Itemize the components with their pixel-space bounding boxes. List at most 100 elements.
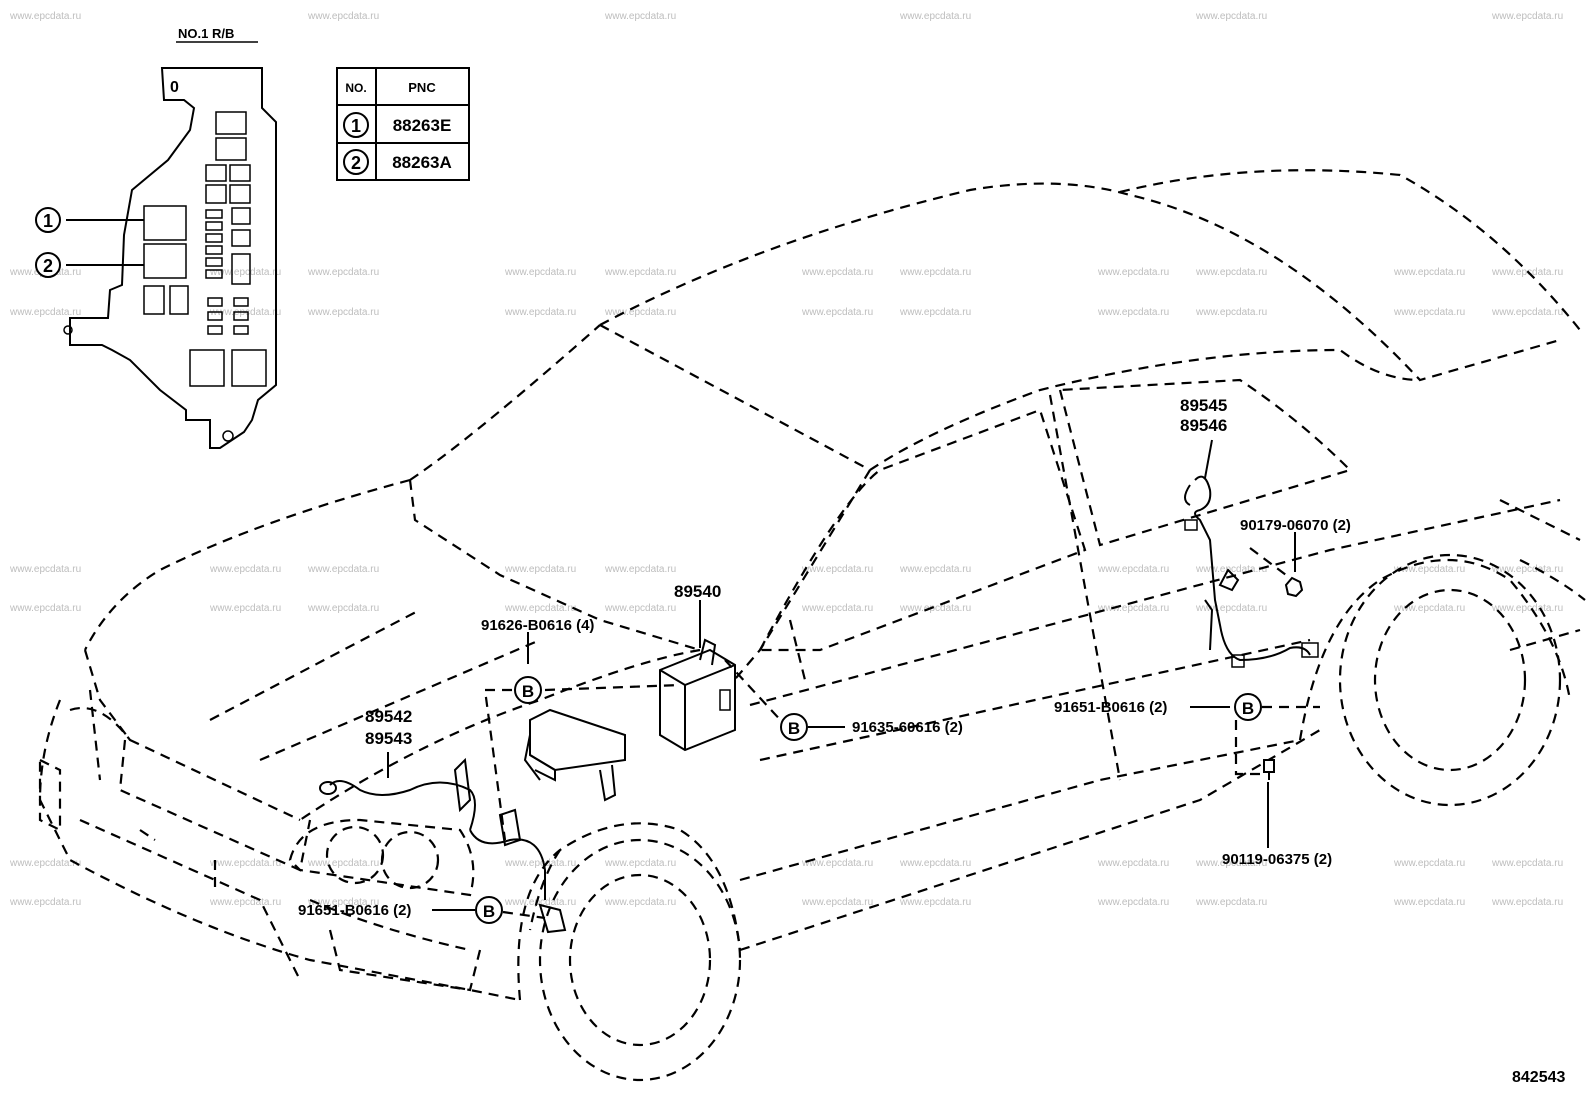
label-90119: 90119-06375 (2) xyxy=(1222,851,1332,868)
bolt-90119 xyxy=(1263,759,1275,780)
watermark-text: www.epcdata.ru xyxy=(307,307,379,318)
label-89543: 89543 xyxy=(365,729,412,748)
watermark-text: www.epcdata.ru xyxy=(899,897,971,908)
watermark-text: www.epcdata.ru xyxy=(1195,307,1267,318)
watermark-text: www.epcdata.ru xyxy=(899,603,971,614)
label-91651-rear: 91651-B0616 (2) xyxy=(1054,699,1167,716)
watermark-text: www.epcdata.ru xyxy=(209,897,281,908)
watermark-text: www.epcdata.ru xyxy=(1393,267,1465,278)
watermark-text: www.epcdata.ru xyxy=(1195,267,1267,278)
watermark-text: www.epcdata.ru xyxy=(1491,307,1563,318)
watermark-text: www.epcdata.ru xyxy=(504,307,576,318)
relay-block-title: NO.1 R/B xyxy=(178,26,234,41)
watermark-text: www.epcdata.ru xyxy=(307,267,379,278)
front-harness-89542 xyxy=(319,757,567,934)
label-91635: 91635-60616 (2) xyxy=(852,719,963,736)
label-91651-front: 91651-B0616 (2) xyxy=(298,902,411,919)
watermark-text: www.epcdata.ru xyxy=(1195,897,1267,908)
label-89542: 89542 xyxy=(365,707,412,726)
watermark-text: www.epcdata.ru xyxy=(307,11,379,22)
watermark-text: www.epcdata.ru xyxy=(604,11,676,22)
watermark-text: www.epcdata.ru xyxy=(9,11,81,22)
car-body-outline xyxy=(38,169,1586,1082)
watermark-text: www.epcdata.ru xyxy=(801,564,873,575)
pnc-row-1-no: 1 xyxy=(351,116,361,136)
rear-harness-89545 xyxy=(1184,475,1319,668)
watermark-text: www.epcdata.ru xyxy=(1097,603,1169,614)
watermark-text: www.epcdata.ru xyxy=(801,897,873,908)
watermark-text: www.epcdata.ru xyxy=(504,897,576,908)
label-90179: 90179-06070 (2) xyxy=(1240,517,1351,534)
callout-b-3 xyxy=(475,896,503,924)
watermark-text: www.epcdata.ru xyxy=(801,603,873,614)
pnc-header-pnc: PNC xyxy=(408,80,436,95)
watermark-text: www.epcdata.ru xyxy=(604,267,676,278)
callout-b-2 xyxy=(780,713,808,741)
pnc-header-no: NO. xyxy=(345,81,366,95)
watermark-text: www.epcdata.ru xyxy=(899,11,971,22)
watermark-text: www.epcdata.ru xyxy=(1393,897,1465,908)
watermark-text: www.epcdata.ru xyxy=(1393,307,1465,318)
watermark-text: www.epcdata.ru xyxy=(604,603,676,614)
watermark-text: www.epcdata.ru xyxy=(209,603,281,614)
watermark-text: www.epcdata.ru xyxy=(1491,564,1563,575)
watermark-text: www.epcdata.ru xyxy=(801,307,873,318)
clip-90179 xyxy=(1284,576,1304,598)
watermark-text: www.epcdata.ru xyxy=(209,858,281,869)
watermark-text: www.epcdata.ru xyxy=(1097,564,1169,575)
watermark-text: www.epcdata.ru xyxy=(1393,603,1465,614)
watermark-text: www.epcdata.ru xyxy=(1195,603,1267,614)
watermark-text: www.epcdata.ru xyxy=(899,858,971,869)
watermark-text: www.epcdata.ru xyxy=(1393,564,1465,575)
watermark-text: www.epcdata.ru xyxy=(307,897,379,908)
watermark-text: www.epcdata.ru xyxy=(801,858,873,869)
watermark-text: www.epcdata.ru xyxy=(504,564,576,575)
relay-callout-2: 2 xyxy=(43,256,53,276)
watermark-text: www.epcdata.ru xyxy=(604,897,676,908)
watermark-text: www.epcdata.ru xyxy=(1491,11,1563,22)
label-89540: 89540 xyxy=(674,582,721,601)
watermark-text: www.epcdata.ru xyxy=(1195,564,1267,575)
watermark-text: www.epcdata.ru xyxy=(1097,897,1169,908)
watermark-text: www.epcdata.ru xyxy=(504,267,576,278)
callout-b-2-text: B xyxy=(788,719,800,738)
callout-b-1-text: B xyxy=(522,682,534,701)
watermark-text: www.epcdata.ru xyxy=(1491,267,1563,278)
relay-callout-1: 1 xyxy=(43,211,53,231)
watermark-text: www.epcdata.ru xyxy=(604,307,676,318)
watermark-text: www.epcdata.ru xyxy=(1491,603,1563,614)
watermark-text: www.epcdata.ru xyxy=(1195,11,1267,22)
watermark-text: www.epcdata.ru xyxy=(1097,267,1169,278)
watermark-text: www.epcdata.ru xyxy=(1097,307,1169,318)
watermark-text: www.epcdata.ru xyxy=(1393,858,1465,869)
watermark-text: www.epcdata.ru xyxy=(504,603,576,614)
watermark-text: www.epcdata.ru xyxy=(604,564,676,575)
callout-b-4 xyxy=(1234,693,1262,721)
watermark-text: www.epcdata.ru xyxy=(9,603,81,614)
pnc-row-2-no: 2 xyxy=(351,153,361,173)
relay-block-illustration: NO.1 R/B 0 1 2 xyxy=(35,26,277,449)
watermark-text: www.epcdata.ru xyxy=(1097,858,1169,869)
pnc-row-2-value: 88263A xyxy=(392,153,452,172)
part-labels: 89540 91626-B0616 (4) 89542 89543 91635-… xyxy=(298,396,1565,1086)
watermark-text: www.epcdata.ru xyxy=(307,564,379,575)
leader-lines xyxy=(387,439,1320,920)
watermark-text: www.epcdata.ru xyxy=(899,267,971,278)
relay-o-mark: 0 xyxy=(170,79,179,96)
b-callouts: B B B B xyxy=(475,676,1262,924)
computer-89540 xyxy=(659,638,736,752)
watermark-text: www.epcdata.ru xyxy=(604,858,676,869)
watermark-text: www.epcdata.ru xyxy=(209,564,281,575)
label-89545: 89545 xyxy=(1180,396,1227,415)
watermark-text: www.epcdata.ru xyxy=(1195,858,1267,869)
watermark-text: www.epcdata.ru xyxy=(9,858,81,869)
relay-box-component xyxy=(523,708,626,802)
watermark-text: www.epcdata.ru xyxy=(899,564,971,575)
pnc-table: NO. PNC 1 88263E 2 88263A xyxy=(336,67,470,181)
pnc-row-1-value: 88263E xyxy=(393,116,452,135)
callout-b-4-text: B xyxy=(1242,699,1254,718)
watermark-text: www.epcdata.ru xyxy=(307,603,379,614)
watermark-text: www.epcdata.ru xyxy=(9,307,81,318)
